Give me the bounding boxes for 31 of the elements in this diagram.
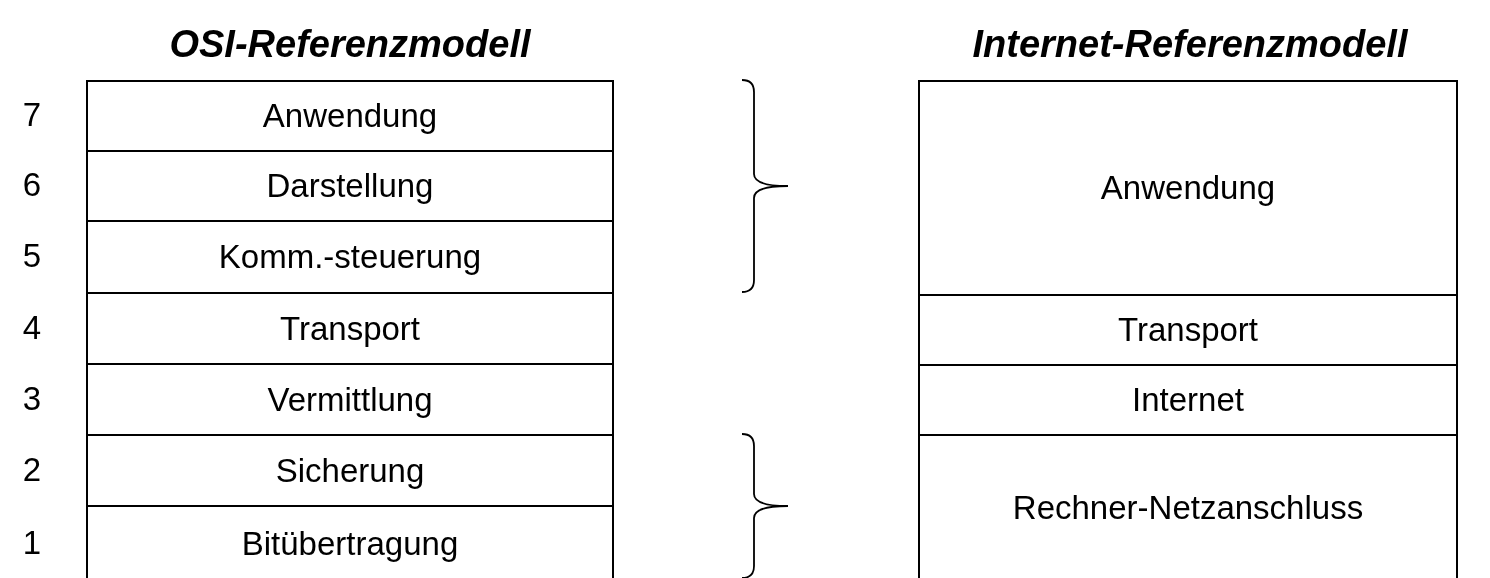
layer-name: Anwendung [262, 97, 438, 135]
layer-box [86, 434, 614, 507]
layer-name: Internet [1132, 381, 1244, 419]
layer-number: 4 [22, 308, 42, 347]
model-heading: OSI-Referenzmodell [169, 22, 531, 66]
layer-name: Transport [1118, 311, 1258, 349]
layer-number: 7 [22, 96, 42, 134]
layer-name: Transport [280, 309, 420, 348]
model-heading: Internet-Referenzmodell [972, 22, 1408, 66]
layer-box [918, 434, 1458, 578]
layer-box [918, 294, 1458, 366]
layer-number: 1 [22, 523, 42, 562]
layer-name: Rechner-Netzanschluss [1012, 489, 1364, 527]
layer-name: Bitübertragung [241, 524, 459, 563]
layer-number: 3 [22, 379, 42, 418]
layer-box [918, 364, 1458, 436]
layer-box [86, 363, 614, 436]
layer-number: 6 [22, 166, 42, 204]
layer-box [86, 292, 614, 365]
layer-box [86, 220, 614, 294]
layer-box [918, 80, 1458, 296]
layer-box [86, 80, 614, 152]
layer-name: Vermittlung [267, 380, 433, 419]
layer-box [86, 505, 614, 578]
layer-number: 5 [22, 237, 42, 275]
layer-box [86, 150, 614, 222]
layer-name: Darstellung [266, 167, 434, 205]
layer-number: 2 [22, 450, 42, 489]
layer-name: Sicherung [275, 451, 425, 490]
layer-name: Komm.-steuerung [218, 238, 482, 276]
layer-name: Anwendung [1100, 169, 1276, 207]
